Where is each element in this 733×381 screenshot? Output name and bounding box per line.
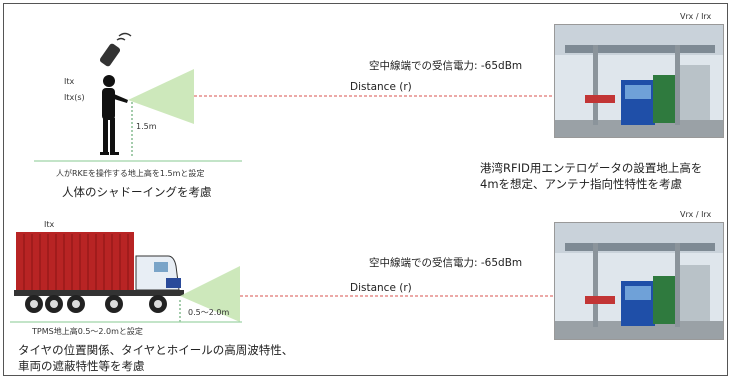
main-caption-top: 人体のシャドーイングを考慮 [62,185,212,199]
person-icon [100,75,128,155]
power-text-top: 空中線端での受信電力: -65dBm [369,60,523,72]
person-beam [128,69,194,124]
note-top-line-2: 4mを想定、アンテナ指向性特性を考慮 [480,177,683,191]
ground-caption-bottom: TPMS地上高0.5～2.0mと設定 [32,327,143,336]
person-label-itx: Itx [64,77,75,86]
receiver-label-top: Vrx / Irx [680,12,712,21]
ground-caption-top: 人がRKEを操作する地上高を1.5mと設定 [56,169,205,178]
receiver-label-bottom: Vrx / Irx [680,210,712,219]
height-label-top: 1.5m [136,122,157,131]
truck-icon [14,232,184,313]
person-label-itxs: Itx(s) [64,93,85,102]
note-bottom-line-1: タイヤの位置関係、タイヤとホイールの高周波特性、 [18,343,294,357]
key-fob-icon [99,32,132,67]
distance-label-bottom: Distance (r) [350,282,412,294]
note-bottom-line-2: 車両の遮蔽特性等を考慮 [18,359,145,373]
gate-photo-top [554,24,724,138]
power-text-bottom: 空中線端での受信電力: -65dBm [369,257,523,269]
diagram-graphics [10,32,556,323]
distance-label-top: Distance (r) [350,81,412,93]
truck-label-itx: Itx [44,220,55,229]
height-label-bottom: 0.5～2.0m [188,308,230,317]
diagram-frame: Itx Itx(s) 1.5m 人がRKEを操作する地上高を1.5mと設定 人体… [3,3,728,376]
note-top-line-1: 港湾RFID用エンテロゲータの設置地上高を [480,161,703,175]
gate-photo-bottom [554,222,724,340]
truck-beam [180,266,240,322]
